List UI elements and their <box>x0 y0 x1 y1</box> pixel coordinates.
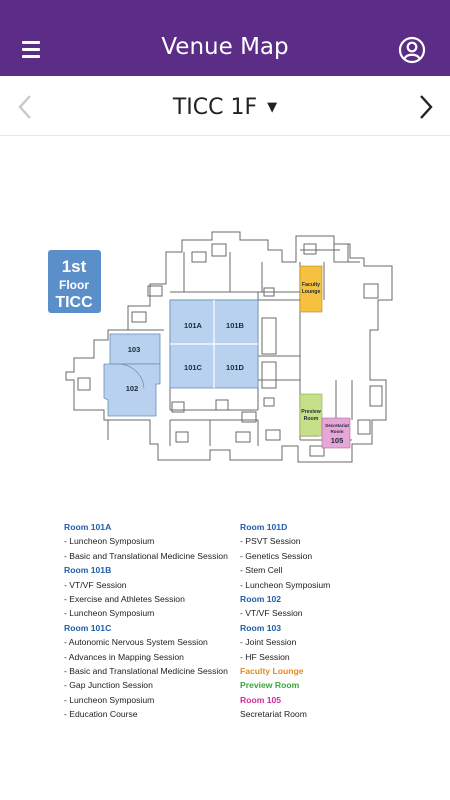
secretariat-label-1: Secretariat <box>325 423 349 428</box>
legend-item: - Basic and Translational Medicine Sessi… <box>64 550 228 561</box>
legend-heading: Preview Room <box>240 680 300 691</box>
menu-icon-bar <box>22 55 40 58</box>
legend-heading: Room 105 <box>240 694 282 705</box>
badge-line-1: 1st <box>62 257 87 276</box>
legend-item: - HF Session <box>240 651 290 662</box>
preview-room <box>299 393 323 437</box>
room-105 <box>321 417 351 449</box>
legend-right-column: Room 101D - PSVT Session - Genetics Sessio… <box>240 520 400 722</box>
floor-selector-bar: TICC 1F ▼ <box>0 76 450 136</box>
room-101-block <box>169 299 259 389</box>
legend-item: - VT/VF Session <box>240 608 303 619</box>
legend-left-column: Room 101A - Luncheon Symposium - Basic and… <box>64 520 239 722</box>
legend-item: - Luncheon Symposium <box>240 579 331 590</box>
secretariat-label-2: Room <box>330 429 343 434</box>
legend-heading: Room 103 <box>240 622 282 633</box>
page-title: Venue Map <box>161 34 289 60</box>
room-label-101c: 101C <box>184 363 203 372</box>
legend-heading: Room 102 <box>240 594 282 605</box>
legend-heading: Room 101A <box>64 522 112 532</box>
legend-heading: Room 101C <box>64 622 112 633</box>
legend-heading: Faculty Lounge <box>240 666 304 677</box>
faculty-lounge <box>299 265 323 313</box>
chevron-left-icon[interactable] <box>15 92 35 122</box>
legend-item: - Advances in Mapping Session <box>64 651 184 662</box>
legend-item: - Luncheon Symposium <box>64 608 155 619</box>
floor-label: TICC 1F <box>172 95 258 120</box>
floor-badge <box>48 250 101 313</box>
legend-heading: Room 101D <box>240 522 288 532</box>
room-label-101b: 101B <box>226 321 245 330</box>
legend-item: - VT/VF Session <box>64 579 127 590</box>
preview-label-2: Room <box>304 416 319 422</box>
caret-down-icon: ▼ <box>267 100 278 115</box>
menu-icon-bar <box>22 41 40 44</box>
legend-item: - Luncheon Symposium <box>64 536 155 547</box>
legend-item: Secretariat Room <box>240 709 307 720</box>
faculty-label-2: Lounge <box>302 289 321 295</box>
legend-heading: Room 101B <box>64 565 112 576</box>
badge-line-3: TICC <box>55 294 93 311</box>
room-103 <box>109 333 161 365</box>
badge-line-2: Floor <box>59 278 89 292</box>
legend-item: - Autonomic Nervous System Session <box>64 637 208 648</box>
legend-item: - Stem Cell <box>240 565 283 576</box>
legend-item: - Joint Session <box>240 637 297 648</box>
profile-icon <box>398 36 426 64</box>
room-label-101d: 101D <box>226 363 245 372</box>
room-102 <box>103 363 161 417</box>
legend-item: - PSVT Session <box>240 536 301 547</box>
app-bar: Venue Map <box>0 0 450 76</box>
profile-button[interactable] <box>398 36 426 64</box>
room-label-102: 102 <box>126 384 139 393</box>
legend-item: - Basic and Translational Medicine Sessi… <box>64 666 228 677</box>
floor-plan: 101A 101B 101C 101D 103 102 105 Faculty … <box>0 137 450 507</box>
floor-dropdown[interactable]: TICC 1F ▼ <box>0 95 450 120</box>
preview-label-1: Preview <box>301 409 322 415</box>
legend-item: - Exercise and Athletes Session <box>64 594 185 605</box>
chevron-right-icon[interactable] <box>416 92 436 122</box>
menu-icon-bar <box>22 48 40 51</box>
room-label-101a: 101A <box>184 321 203 330</box>
menu-button[interactable] <box>20 38 44 62</box>
room-label-103: 103 <box>128 345 141 354</box>
room-label-105: 105 <box>331 436 344 445</box>
legend-item: - Luncheon Symposium <box>64 694 155 705</box>
floor-plan-drawing: 101A 101B 101C 101D 103 102 105 Faculty … <box>48 231 393 463</box>
legend-item: - Genetics Session <box>240 550 313 561</box>
legend-item: - Gap Junction Session <box>64 680 153 691</box>
legend-item: - Education Course <box>64 709 138 720</box>
faculty-label-1: Faculty <box>302 282 320 288</box>
